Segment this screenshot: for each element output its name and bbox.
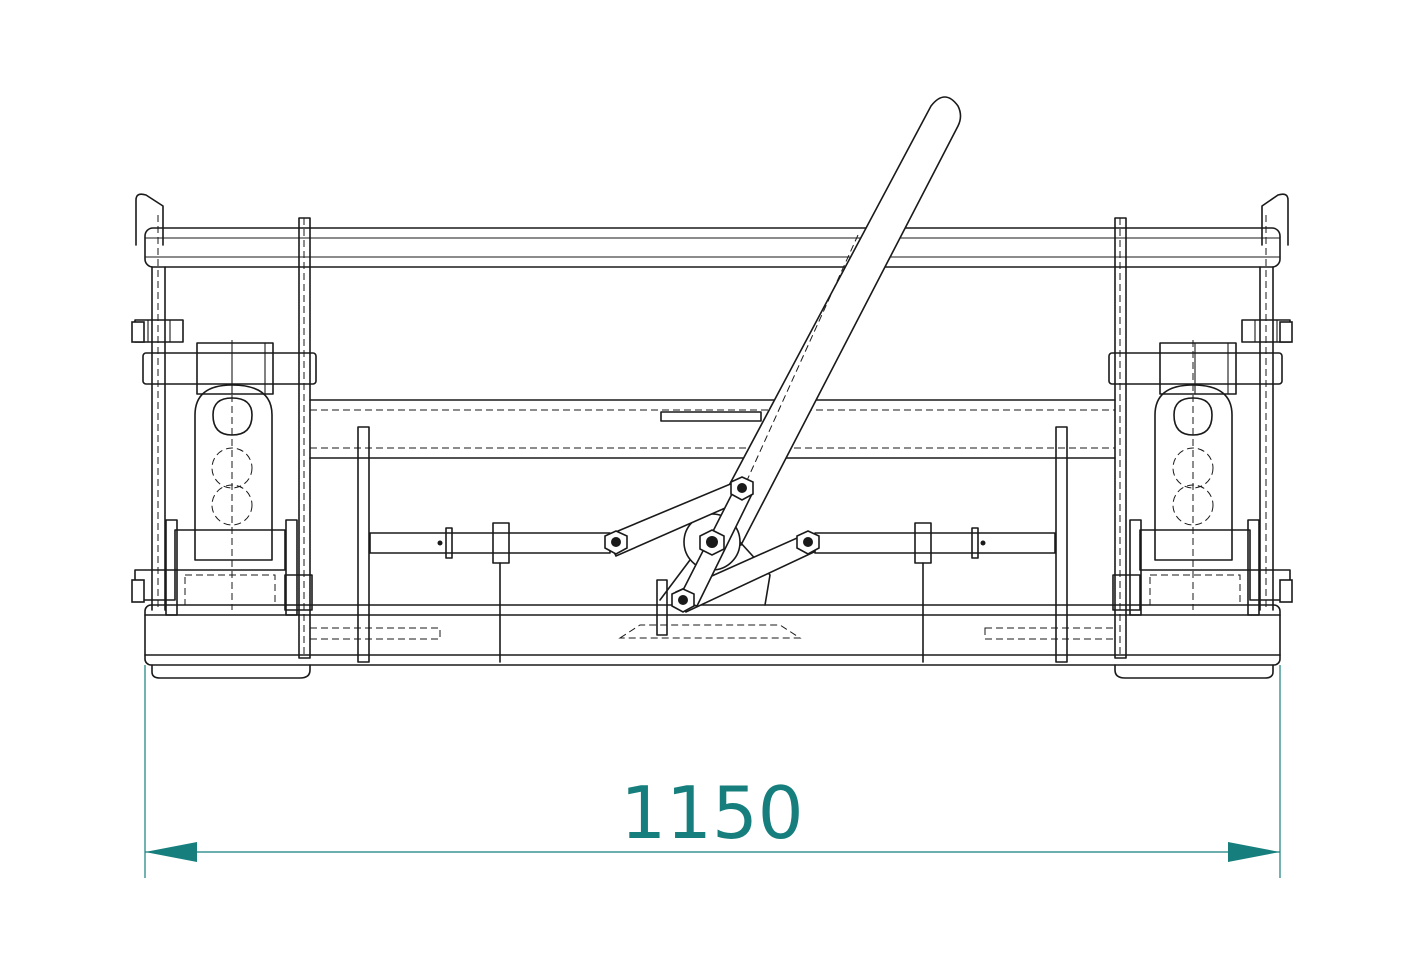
right-locking-rod [814,426,1068,663]
top-crossbar [144,227,1281,268]
dimension-arrow-right-icon [1228,842,1280,862]
nut-icon [796,530,820,555]
left-lower-pin-block [134,519,313,616]
left-upper-pin-block [134,319,317,395]
middle-panel [309,399,1116,459]
right-upper-pin-block [1108,319,1291,395]
nut-icon [730,476,754,501]
bottom-beam [144,604,1281,679]
bolt-icon [131,321,1293,603]
left-side-frame [151,215,311,659]
right-lower-pin-block [1112,519,1291,616]
nut-icon [604,530,628,555]
dimension-arrow-left-icon [145,842,197,862]
left-hook [135,193,164,246]
width-dimension: 1150 [144,665,1281,878]
dimension-width-label: 1150 [620,771,803,855]
right-hook [1261,193,1289,246]
right-side-frame [1114,215,1274,659]
left-locking-rod [357,426,611,663]
nut-icon [699,529,725,556]
left-lock-plate [194,340,273,610]
right-lock-plate [1154,340,1233,610]
nut-icon [671,588,695,613]
